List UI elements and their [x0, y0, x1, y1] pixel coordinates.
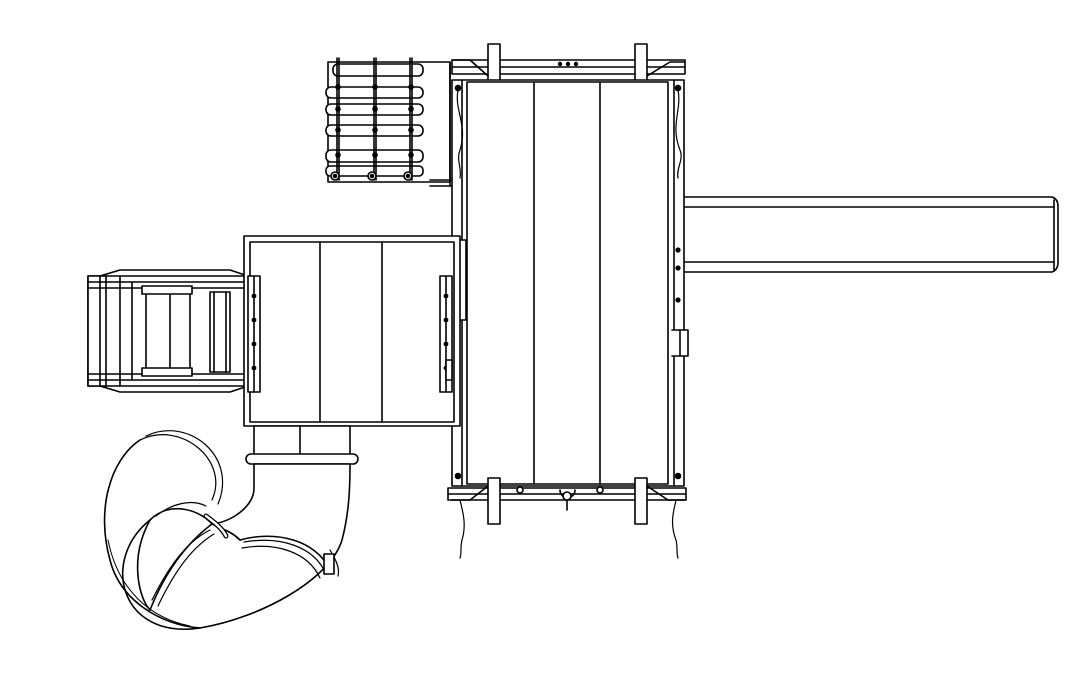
straight-slide [680, 197, 1058, 272]
swing-beam-bottom [448, 478, 686, 524]
left-ladder [88, 270, 248, 392]
tube-slide [105, 426, 358, 629]
swing-beam-top [452, 44, 685, 84]
upper-ladder [326, 58, 455, 186]
side-deck [244, 236, 460, 426]
main-deck [467, 82, 668, 484]
swing-chains [457, 90, 681, 558]
